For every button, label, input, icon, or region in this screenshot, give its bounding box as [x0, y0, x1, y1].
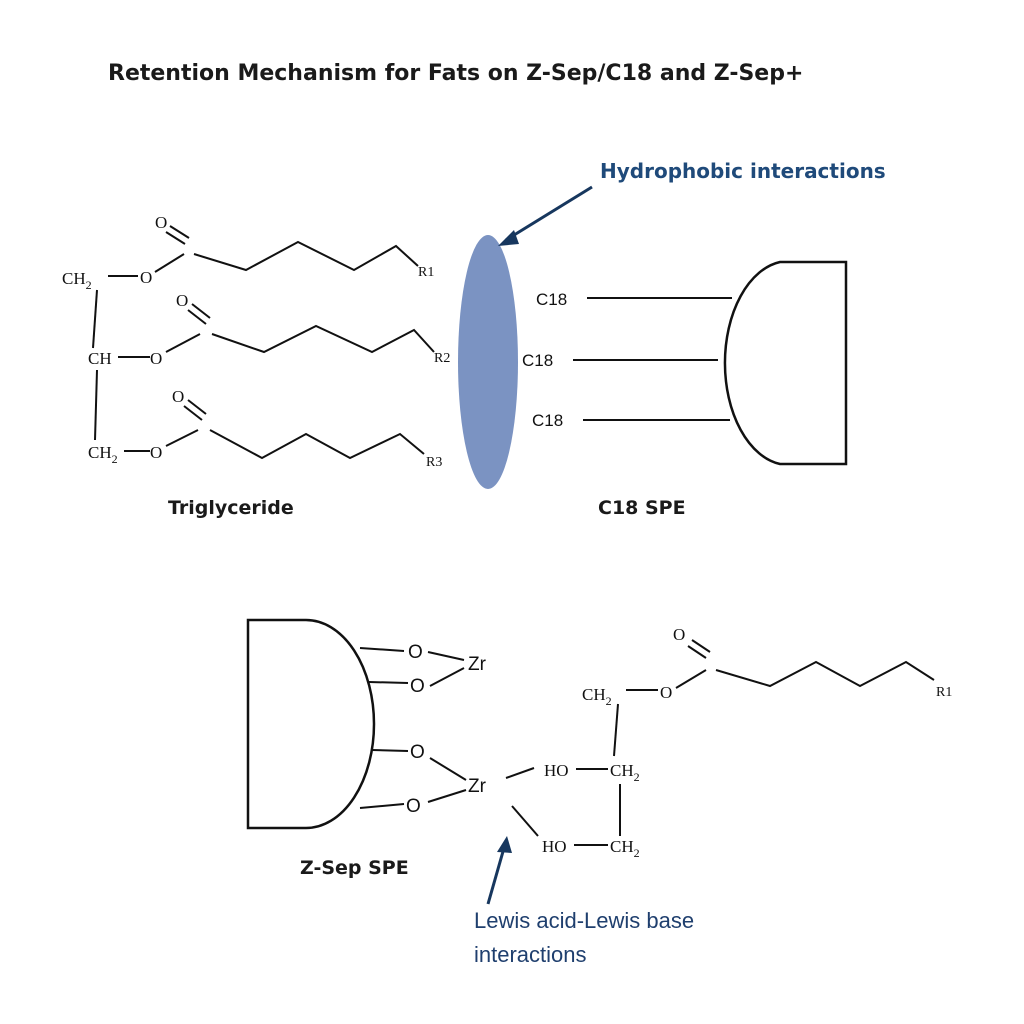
lewis-arrow-head [497, 836, 512, 853]
backbone-ch2-top: CH2 [62, 269, 92, 292]
chain1-r1: R1 [418, 265, 434, 280]
zr-atom-1: Zr [468, 654, 487, 675]
chain2-alkyl [211, 324, 435, 354]
zr1-bonds [427, 651, 465, 687]
chain3-alkyl [209, 429, 425, 460]
chain1-carbonyl-bond [165, 225, 190, 245]
chain2-carbonyl-bond [187, 303, 211, 325]
hydrophobic-interaction-ellipse [458, 235, 518, 489]
backbone-ch: CH [88, 349, 112, 368]
mono-carbonyl-o: O [673, 625, 685, 644]
mono-ch2-mid: CH2 [610, 761, 640, 784]
mono-ho-2: HO [542, 837, 567, 856]
monoglyceride-molecule: CH2 O O R1 HO CH2 HO CH2 [542, 625, 952, 860]
chain2-o-c-bond [165, 333, 201, 353]
zr-ho-bond-2 [511, 805, 539, 837]
zsep-o4: O [406, 796, 421, 817]
backbone-bond-1 [92, 289, 98, 349]
triglyceride-molecule: CH2 CH CH2 O O R1 O O R2 O O R3 [62, 213, 450, 470]
zr-atom-2: Zr [468, 776, 487, 797]
hydrophobic-interactions-label: Hydrophobic interactions [600, 159, 886, 183]
zsep-spe-particle: O O O O Zr Zr [246, 618, 487, 830]
zsep-o2: O [410, 676, 425, 697]
chain3-ester-o: O [150, 443, 162, 462]
zsep-bond-o1 [359, 647, 405, 652]
diagram-title: Retention Mechanism for Fats on Z-Sep/C1… [108, 61, 803, 86]
zsep-particle-body [246, 618, 376, 830]
zsep-o1: O [408, 642, 423, 663]
mono-alkyl [715, 660, 935, 688]
hydrophobic-arrow-shaft [505, 185, 593, 242]
chain2-r2: R2 [434, 351, 450, 366]
c18-label-2: C18 [522, 351, 553, 370]
backbone-ch2-bottom: CH2 [88, 443, 118, 466]
zsep-spe-caption: Z-Sep SPE [300, 857, 409, 879]
mono-backbone-bond-1 [613, 703, 619, 757]
mono-ho-1: HO [544, 761, 569, 780]
chain3-o-c-bond [165, 429, 199, 447]
mono-ch2-top: CH2 [582, 685, 612, 708]
hydrophobic-arrow-head [498, 230, 519, 246]
zsep-bond-o2 [368, 681, 409, 684]
c18-particle-body [723, 260, 848, 466]
mono-r1: R1 [936, 685, 952, 700]
mono-ch2-bottom: CH2 [610, 837, 640, 860]
mono-ester-o: O [660, 683, 672, 702]
c18-label-1: C18 [536, 290, 567, 309]
chain1-alkyl [193, 240, 419, 272]
chain2-carbonyl-o: O [176, 291, 188, 310]
chain1-ester-o: O [140, 268, 152, 287]
chain3-carbonyl-bond [183, 399, 207, 421]
chain2-ester-o: O [150, 349, 162, 368]
c18-label-3: C18 [532, 411, 563, 430]
mono-carbonyl-bond [687, 639, 711, 659]
c18-spe-caption: C18 SPE [598, 497, 686, 519]
chain3-r3: R3 [426, 455, 442, 470]
lewis-arrow-shaft [486, 847, 506, 905]
zr2-bonds [427, 757, 467, 803]
zsep-bond-o3 [371, 749, 409, 752]
zsep-bond-o4 [359, 803, 405, 809]
chain1-carbonyl-o: O [155, 213, 167, 232]
chain3-carbonyl-o: O [172, 387, 184, 406]
lewis-label-line1: Lewis acid-Lewis base [474, 908, 694, 933]
mono-o-c-bond [675, 669, 707, 689]
backbone-bond-2 [94, 369, 98, 441]
c18-spe-particle: C18 C18 C18 [522, 260, 848, 466]
lewis-label-line2: interactions [474, 942, 587, 967]
zr-ho-bond-1 [505, 767, 535, 779]
chain1-o-c-bond [154, 253, 185, 273]
zsep-o3: O [410, 742, 425, 763]
triglyceride-caption: Triglyceride [168, 497, 294, 519]
